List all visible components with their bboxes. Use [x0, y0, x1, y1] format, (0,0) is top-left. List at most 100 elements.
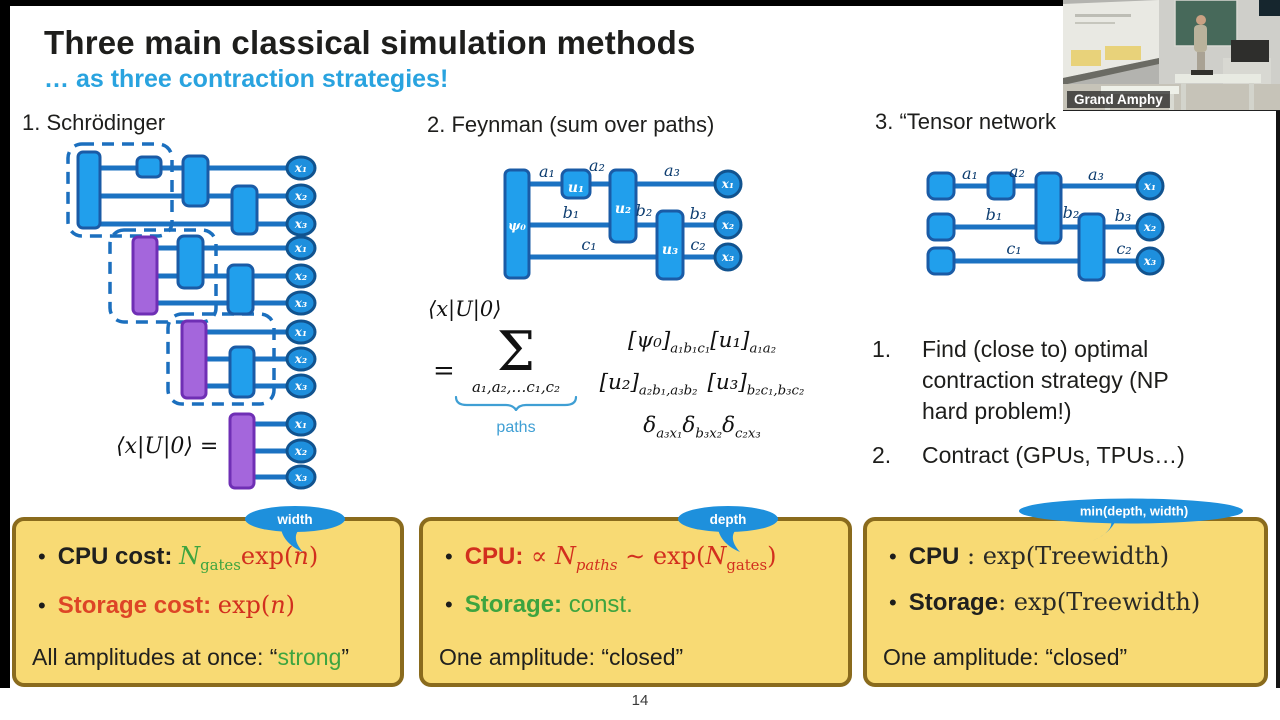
svg-text:x₂: x₂ — [294, 444, 307, 458]
svg-text:x₁: x₁ — [294, 161, 307, 175]
page-subtitle: … as three contraction strategies! — [44, 65, 449, 93]
svg-text:x₃: x₃ — [721, 250, 734, 264]
psi0-state-rect — [503, 168, 531, 280]
bullet-icon: • — [445, 591, 453, 617]
paths-label: paths — [496, 418, 536, 436]
gate-box — [986, 171, 1016, 201]
svg-text:x₁: x₁ — [294, 417, 307, 431]
bullet-icon: • — [38, 592, 46, 618]
svg-text:a₂: a₂ — [589, 160, 605, 175]
list-item: 2. Contract (GPUs, TPUs…) — [872, 442, 1185, 468]
gate-box — [226, 263, 255, 316]
tensor-network-diagram: a₁ a₂ a₃ b₁ b₂ b₃ c₁ c₂ x₁ x₂ x₃ — [926, 165, 1165, 282]
gate-box — [230, 184, 259, 236]
svg-text:a₁: a₁ — [539, 162, 555, 181]
index-labels: a₁ a₂ a₃ b₁ b₂ b₃ c₁ c₂ — [962, 165, 1132, 258]
equation-sum: Σ a₁,a₂,…c₁,c₂ paths — [450, 320, 582, 437]
svg-text:ψ₀: ψ₀ — [508, 219, 526, 234]
printer — [1231, 40, 1269, 62]
table — [1175, 74, 1261, 83]
equation-lhs: ⟨x|U|0⟩ — [428, 297, 502, 321]
heading-schrodinger: 1. Schrödinger — [22, 110, 166, 135]
bullet-icon: • — [889, 544, 897, 569]
output-terminals: x₁ x₂ x₃ x₁ x₂ x₃ x₁ x₂ x₃ x₁ x₂ x₃ — [285, 155, 317, 490]
contraction-group-3 — [166, 312, 276, 406]
initial-state-rect — [76, 150, 102, 230]
final-state-rect — [228, 412, 256, 490]
svg-text:depth: depth — [710, 512, 747, 527]
svg-text:b₁: b₁ — [563, 203, 580, 222]
frame-edge-top — [0, 0, 1063, 6]
input-tensors — [926, 171, 956, 276]
fragment-2 — [131, 234, 255, 316]
cpu-cost-line: • CPU : exp(Treewidth) — [889, 542, 1170, 570]
bullet-icon: • — [445, 544, 453, 569]
svg-text:x₁: x₁ — [294, 241, 307, 255]
gate-u1 — [560, 168, 592, 200]
webcam-overlay: Grand Amphy — [1063, 0, 1280, 111]
gate-box — [135, 155, 163, 179]
bullet-icon: • — [889, 590, 897, 615]
svg-text:width: width — [276, 512, 312, 527]
gate-box — [228, 345, 256, 399]
svg-text:x₁: x₁ — [294, 325, 307, 339]
heading-tensor: 3. “Tensor network — [875, 109, 1056, 134]
storage-cost-line: • Storage: exp(Treewidth) — [889, 588, 1201, 616]
svg-text:b₂: b₂ — [636, 201, 653, 220]
equation-line-3: δa₃x₁δb₃x₂δc₂x₃ — [643, 412, 761, 441]
amplitude-mode-note: One amplitude: “closed” — [883, 644, 1128, 670]
sum-symbol: Σ — [496, 320, 536, 383]
svg-text:x₂: x₂ — [721, 218, 734, 232]
gate-u2 — [608, 168, 638, 244]
svg-text:a₁: a₁ — [962, 165, 978, 183]
list-item: 1. Find (close to) optimal contraction s… — [872, 336, 1169, 424]
amplitude-mode-note: One amplitude: “closed” — [439, 644, 684, 670]
svg-text:x₃: x₃ — [294, 470, 307, 484]
svg-text:x₂: x₂ — [294, 189, 307, 203]
contracted-state-rect — [131, 235, 159, 316]
svg-text:c₂: c₂ — [690, 235, 705, 254]
fragment-1 — [76, 150, 259, 236]
amplitude-equation: ⟨x|U|0⟩ = — [116, 434, 219, 459]
laptop — [1191, 70, 1213, 75]
width-callout-bubble: width — [245, 506, 345, 552]
amplitude-mode-note: All amplitudes at once: “strong” — [32, 644, 350, 670]
page-number: 14 — [631, 692, 649, 709]
svg-text:x₃: x₃ — [294, 296, 307, 310]
feynman-diagram: ψ₀ u₁ u₂ u₃ a₁ a₂ a₃ b₁ b₂ b₃ c₁ c₂ x₁ x… — [503, 160, 743, 281]
svg-text:a₃: a₃ — [664, 161, 680, 180]
svg-text:c₁: c₁ — [581, 235, 596, 254]
svg-text:x₁: x₁ — [1143, 179, 1156, 193]
cost-box-tensor: • CPU : exp(Treewidth) • Storage: exp(Tr… — [863, 517, 1268, 687]
svg-text:x₃: x₃ — [294, 217, 307, 231]
svg-text:min(depth, width): min(depth, width) — [1080, 504, 1188, 519]
frame-edge-left — [0, 0, 10, 688]
webcam-room-label: Grand Amphy — [1067, 91, 1170, 108]
presenter — [1194, 15, 1207, 76]
equation-line-2: [u₂]a₂b₁,a₃b₂[u₃]b₂c₁,b₃c₂ — [599, 370, 805, 399]
bullet-icon: • — [38, 544, 46, 569]
gate-box — [181, 154, 210, 208]
fragment-4 — [228, 412, 256, 490]
gate-u3 — [655, 209, 685, 281]
fragment-3 — [180, 319, 256, 400]
tensor-steps-list: 1. Find (close to) optimal contraction s… — [872, 334, 1212, 484]
svg-text:b₃: b₃ — [690, 204, 707, 223]
output-terminals: x₁ x₂ x₃ — [713, 169, 743, 272]
svg-text:u₃: u₃ — [662, 242, 678, 258]
svg-text:x₃: x₃ — [294, 379, 307, 393]
svg-text:a₂: a₂ — [1009, 165, 1025, 181]
contraction-group-1 — [66, 142, 174, 238]
svg-text:u₂: u₂ — [615, 201, 631, 217]
storage-cost-line: • Storage cost: exp(n) — [38, 590, 296, 619]
gate-box — [1077, 212, 1106, 282]
svg-text:b₁: b₁ — [986, 205, 1003, 224]
screen-bottom-edge — [1063, 58, 1159, 85]
depth-callout-bubble: depth — [678, 506, 778, 552]
cost-box-feynman: • CPU: ∝ Npaths ∼ exp(Ngates) • Storage:… — [419, 517, 852, 687]
svg-text:x₂: x₂ — [1143, 220, 1156, 234]
min-depth-width-callout-bubble: min(depth, width) — [1019, 498, 1243, 541]
cpu-cost-line: • CPU cost: Ngatesexp(n) — [38, 542, 319, 574]
svg-text:b₂: b₂ — [1063, 203, 1080, 222]
